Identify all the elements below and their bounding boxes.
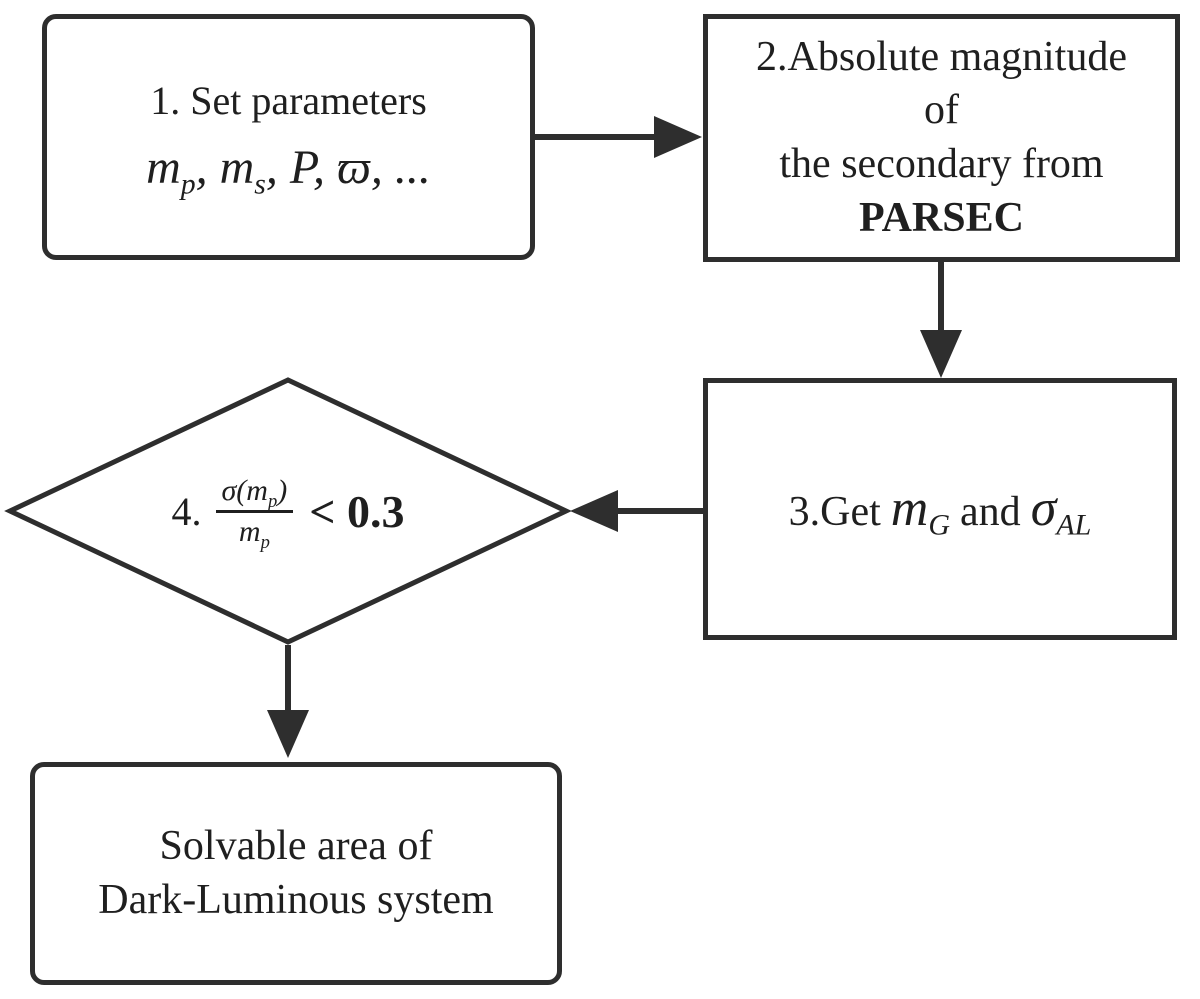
node-decision-label: 4. σ(mp) mp < 0.3: [38, 420, 538, 602]
node5-line1: Solvable area of: [159, 822, 433, 869]
numerator-sigma: σ(m: [221, 473, 268, 507]
denominator-m: m: [238, 514, 261, 548]
math-comma-3: ,: [313, 140, 338, 194]
node2-line1: 2.Absolute magnitude: [756, 33, 1127, 80]
node-set-parameters: 1. Set parameters mp, ms, P, ϖ, ...: [42, 14, 535, 260]
node5-line2: Dark-Luminous system: [98, 876, 494, 923]
node3-prefix: 3.Get: [788, 488, 881, 535]
numerator-sub: p: [267, 490, 278, 512]
math-comma-1: ,: [195, 140, 220, 194]
node2-line4-parsec: PARSEC: [859, 194, 1024, 241]
arrow-1-head: [654, 116, 702, 158]
node1-math: mp, ms, P, ϖ, ...: [146, 137, 431, 199]
node1-title: 1. Set parameters: [150, 77, 427, 123]
arrow-3-head: [570, 490, 618, 532]
node4-step-number: 4.: [171, 488, 202, 534]
arrow-4-head: [267, 710, 309, 758]
math-mG: m: [890, 479, 929, 537]
math-m-primary-sub: p: [180, 167, 196, 201]
node-absolute-magnitude: 2.Absolute magnitude of the secondary fr…: [703, 14, 1180, 262]
node-solvable-area: Solvable area of Dark-Luminous system: [30, 762, 562, 985]
arrow-2-head: [920, 330, 962, 378]
math-parallax-symbol: ϖ: [337, 140, 371, 194]
numerator-close-paren: ): [277, 473, 288, 507]
math-period-symbol: P: [289, 140, 314, 194]
denominator-sub: p: [260, 531, 270, 553]
math-comma-2: ,: [265, 140, 290, 194]
math-m-primary: m: [146, 140, 181, 194]
node2-line2: of: [924, 87, 959, 134]
node4-fraction: σ(mp) mp: [215, 473, 294, 552]
math-sigmaAL: σ: [1030, 479, 1057, 537]
math-m-secondary-sub: s: [254, 167, 266, 201]
node4-condition: < 0.3: [309, 485, 405, 537]
math-sigmaAL-sub: AL: [1056, 508, 1092, 542]
math-ellipsis: , ...: [370, 140, 431, 194]
node3-and: and: [960, 488, 1021, 535]
fraction-denominator: mp: [216, 513, 294, 552]
node2-line3: the secondary from: [779, 141, 1104, 187]
fraction-numerator: σ(mp): [215, 473, 294, 513]
math-m-secondary: m: [219, 140, 255, 194]
math-mG-sub: G: [928, 508, 951, 542]
